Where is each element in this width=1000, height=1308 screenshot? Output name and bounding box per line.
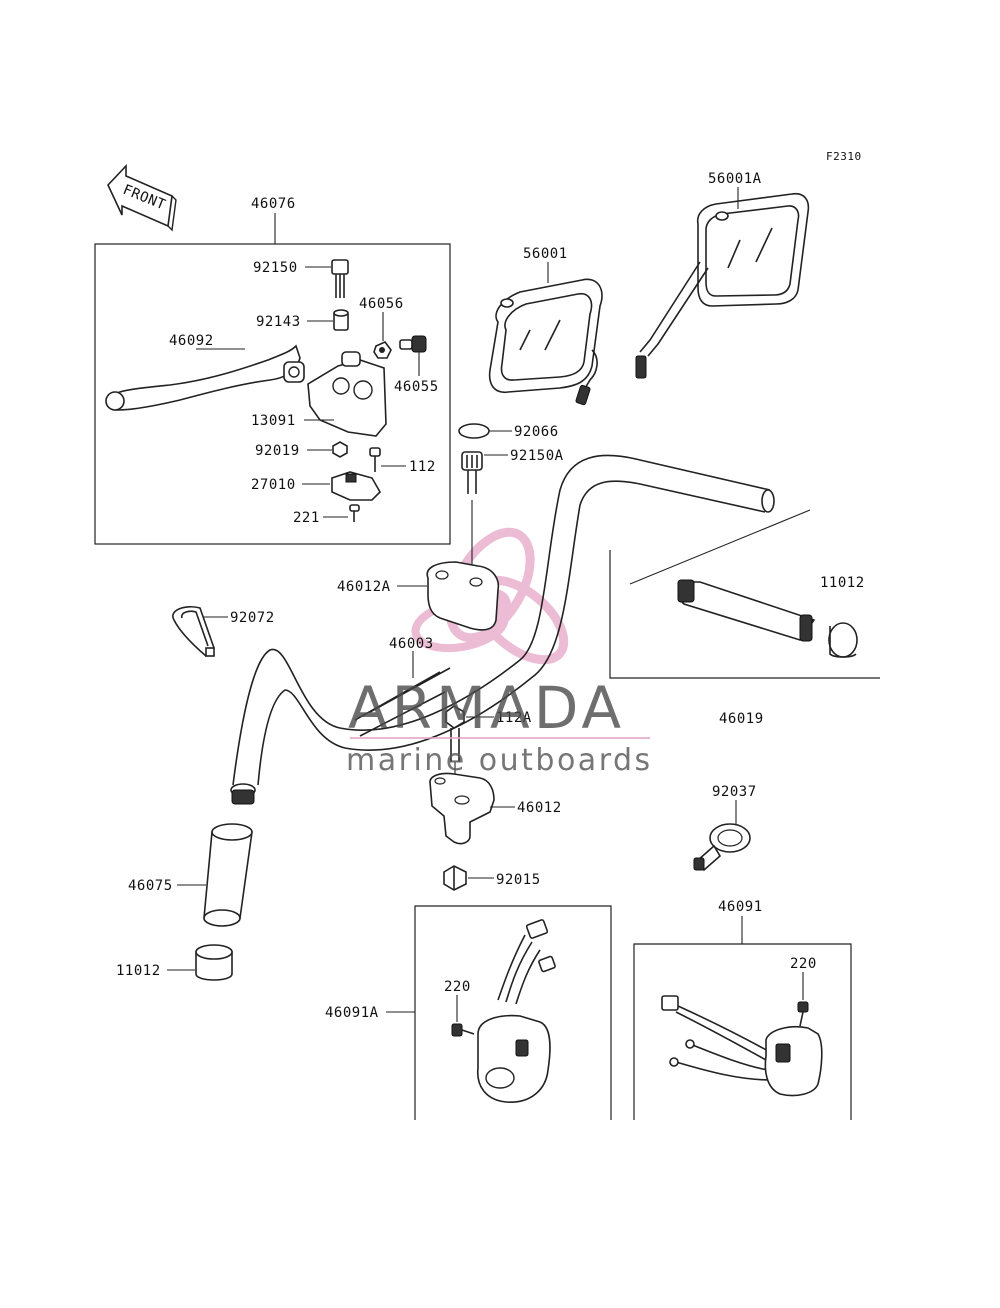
label-46019: 46019 <box>719 711 764 727</box>
label-46091: 46091 <box>718 899 763 915</box>
right-switch-46091-icon <box>661 995 823 1097</box>
lower-holder-46012-icon <box>429 772 495 845</box>
label-92015: 92015 <box>496 872 541 888</box>
label-92037: 92037 <box>712 784 757 800</box>
label-56001A: 56001A <box>708 171 762 187</box>
lever-assembly-box <box>94 243 451 545</box>
throttle-grip-box <box>609 550 880 679</box>
label-220-left: 220 <box>444 979 471 995</box>
collar-92143-icon <box>333 309 349 331</box>
right-switch-box <box>633 943 852 1120</box>
lever-holder-13091-icon <box>307 351 387 437</box>
grip-46075-icon <box>203 823 253 927</box>
nut-46056-icon <box>373 341 392 359</box>
adjuster-46055-icon <box>399 335 427 353</box>
screw-112-icon <box>369 447 381 472</box>
label-221: 221 <box>293 510 320 526</box>
bolt-92150-icon <box>331 259 349 298</box>
label-92150: 92150 <box>253 260 298 276</box>
label-56001: 56001 <box>523 246 568 262</box>
label-112A: 112A <box>496 710 532 726</box>
watermark-tagline: marine outboards <box>346 743 653 778</box>
label-46091A: 46091A <box>325 1005 379 1021</box>
figure-code: F2310 <box>826 150 862 163</box>
label-220-right: 220 <box>790 956 817 972</box>
nut-92019-icon <box>332 441 348 458</box>
bolt-92150A-icon <box>461 451 483 494</box>
clutch-lever-46092-icon <box>105 344 305 411</box>
label-92066: 92066 <box>514 424 559 440</box>
watermark-brand: ARMADA <box>348 674 625 742</box>
label-46092: 46092 <box>169 333 214 349</box>
label-92072: 92072 <box>230 610 275 626</box>
left-switch-46091A-icon <box>477 919 556 1103</box>
clamp-92037-icon <box>693 823 751 872</box>
end-cap-11012-icon <box>195 944 233 981</box>
front-arrow-icon: FRONT <box>107 163 177 232</box>
nut-92015-icon <box>443 865 467 891</box>
label-13091: 13091 <box>251 413 296 429</box>
label-11012-left: 11012 <box>116 963 161 979</box>
label-112: 112 <box>409 459 436 475</box>
band-92072-icon <box>172 605 215 658</box>
handlebar-46003-icon <box>230 454 775 805</box>
label-92143: 92143 <box>256 314 301 330</box>
label-46003: 46003 <box>389 636 434 652</box>
screw-220-left-icon <box>451 1023 475 1037</box>
label-46076: 46076 <box>251 196 296 212</box>
label-11012-right: 11012 <box>820 575 865 591</box>
mirror-56001A-icon <box>635 192 810 379</box>
label-46012A: 46012A <box>337 579 391 595</box>
left-switch-box <box>414 905 612 1120</box>
clutch-switch-27010-icon <box>331 471 381 501</box>
screw-220-right-icon <box>797 1001 809 1027</box>
label-46012: 46012 <box>517 800 562 816</box>
label-46055: 46055 <box>394 379 439 395</box>
label-46056: 46056 <box>359 296 404 312</box>
screw-221-icon <box>349 504 360 522</box>
upper-holder-46012A-icon <box>426 561 500 631</box>
mirror-56001-icon <box>488 278 603 406</box>
bolt-112A-icon <box>445 705 465 762</box>
label-92150A: 92150A <box>510 448 564 464</box>
ring-92066-icon <box>458 423 490 439</box>
label-46075: 46075 <box>128 878 173 894</box>
throttle-grip-11012-icon <box>677 579 858 658</box>
label-92019: 92019 <box>255 443 300 459</box>
label-27010: 27010 <box>251 477 296 493</box>
